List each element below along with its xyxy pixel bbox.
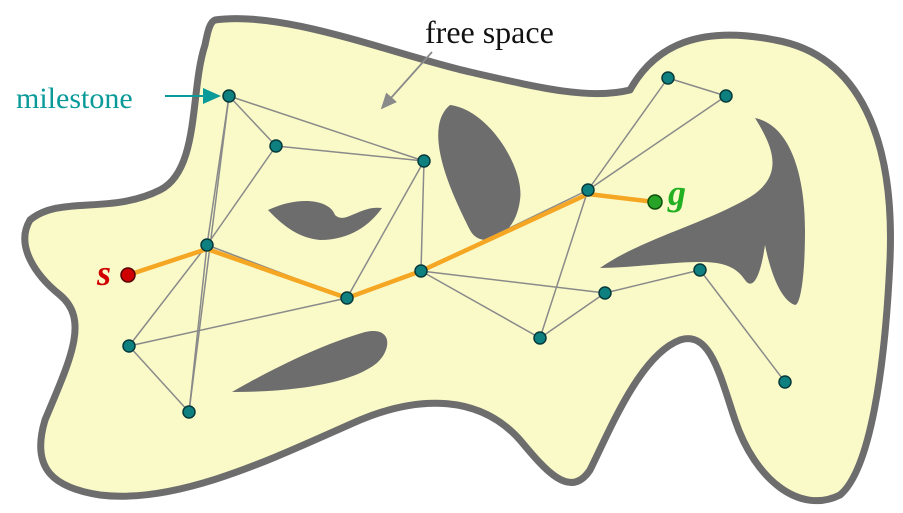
roadmap-edge <box>206 145 277 246</box>
roadmap-edge <box>188 244 208 413</box>
roadmap-edge <box>188 95 230 413</box>
roadmap-edge <box>587 95 727 191</box>
milestone-node <box>533 331 547 345</box>
roadmap-edge <box>228 95 277 147</box>
solution-path <box>125 191 658 301</box>
roadmap-edge <box>420 270 541 339</box>
milestone-node <box>417 154 431 168</box>
roadmap-edge <box>420 270 606 294</box>
goal-node <box>647 194 663 210</box>
milestone-node <box>340 291 354 305</box>
milestone-node <box>661 71 675 85</box>
start-label: s <box>96 253 111 293</box>
roadmap-edge <box>275 145 425 162</box>
milestone-label: milestone <box>16 82 133 115</box>
roadmap-edge <box>128 297 348 347</box>
obstacle-hook <box>268 200 382 240</box>
roadmap-edge <box>346 160 425 299</box>
milestone-nodes <box>122 71 792 419</box>
free-space-region <box>21 15 894 504</box>
roadmap-edge <box>667 77 727 97</box>
roadmap-edge <box>699 269 786 383</box>
milestone-node <box>719 89 733 103</box>
obstacle-blade <box>232 330 388 392</box>
free-space-label: free space <box>425 14 554 50</box>
roadmap-edge <box>587 77 669 191</box>
start-node <box>120 267 136 283</box>
roadmap-edge <box>539 292 606 339</box>
milestone-node <box>200 238 214 252</box>
obstacle-crescent <box>438 105 521 240</box>
milestone-node <box>122 339 136 353</box>
roadmap-edge <box>539 189 589 339</box>
milestone-node <box>182 405 196 419</box>
milestone-node <box>222 89 236 103</box>
roadmap-edge <box>128 345 190 413</box>
obstacle-claw <box>600 118 805 305</box>
free-space-arrow <box>380 51 433 110</box>
milestone-node <box>414 264 428 278</box>
milestone-node <box>693 263 707 277</box>
milestone-node <box>598 286 612 300</box>
roadmap-edge <box>128 244 208 347</box>
roadmap-edge <box>604 269 701 294</box>
milestone-node <box>269 139 283 153</box>
roadmap-edge <box>228 95 425 162</box>
milestone-node <box>778 375 792 389</box>
roadmap-edge <box>420 160 425 272</box>
milestone-node <box>581 183 595 197</box>
goal-label: g <box>667 173 686 213</box>
